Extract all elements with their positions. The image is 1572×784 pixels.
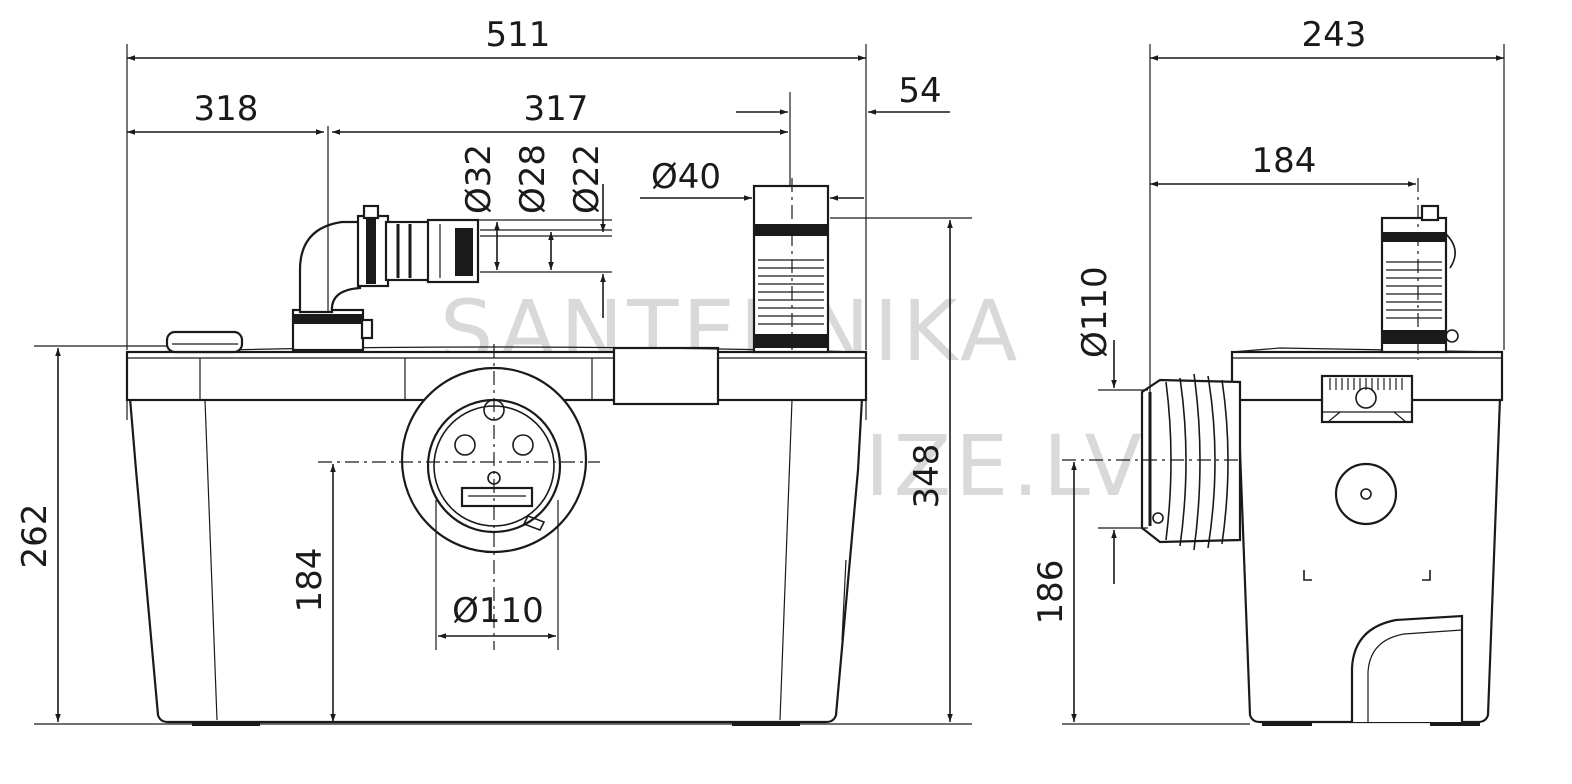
side-inspection-cap (1334, 462, 1398, 526)
dim-side-inlet-diameter: Ø110 (1075, 266, 1115, 358)
side-view: 243 184 Ø110 186 (1031, 15, 1505, 726)
front-view: 511 318 317 54 Ø32 Ø28 Ø22 Ø40 262 184 Ø… (15, 15, 972, 726)
dim-total-height: 348 (907, 444, 947, 509)
reducer-1 (384, 220, 432, 282)
side-grille-hole (1355, 387, 1377, 409)
side-lower-guard (1350, 614, 1464, 722)
dim-overall-width: 511 (486, 15, 551, 55)
dim-d32: Ø32 (459, 144, 499, 214)
bellows-ribs (758, 259, 824, 325)
dim-height-lid: 262 (15, 504, 55, 569)
elbow-collar-top (362, 204, 380, 220)
outlet-band-bottom (754, 334, 828, 348)
front-foot-left (192, 722, 260, 726)
side-outlet-clip-bottom (1445, 329, 1459, 343)
reducer-2-band (455, 228, 473, 276)
dim-overall-depth: 243 (1302, 15, 1367, 55)
side-outlet-band-bottom (1382, 330, 1446, 344)
bellows-outlet (752, 184, 830, 354)
dim-d40: Ø40 (651, 157, 721, 197)
side-inspection-dot (1360, 488, 1372, 500)
inlet-hole-left (454, 434, 476, 456)
lid-center-block (612, 346, 720, 406)
dim-outlet-offset: 184 (1252, 141, 1317, 181)
side-outlet-clip-top (1445, 233, 1456, 269)
elbow-bend (298, 220, 362, 314)
inlet-flap (460, 486, 534, 508)
side-bellows-screw (1152, 512, 1164, 524)
side-grille-slots (1329, 378, 1403, 390)
outlet-band-top (754, 224, 828, 236)
elbow-connector (291, 204, 480, 352)
tank-body (128, 396, 864, 724)
outlet-body (752, 184, 830, 354)
side-outlet-ribs (1386, 261, 1442, 319)
dim-left-offset: 318 (194, 89, 259, 129)
side-lower-guard-inner (1367, 629, 1463, 722)
front-foot-right (732, 722, 800, 726)
side-grille-feet (1327, 411, 1407, 423)
tank-edge-right (779, 399, 793, 721)
side-bellows-inlet (1140, 373, 1242, 551)
dim-d28: Ø28 (513, 144, 553, 214)
tank-detail (841, 559, 847, 641)
dim-inlet-height: 184 (290, 548, 330, 613)
dim-right-offset: 54 (898, 71, 941, 111)
side-top-outlet (1380, 204, 1459, 354)
dim-d22: Ø22 (567, 144, 607, 214)
vent-cap (165, 330, 244, 354)
side-outlet-band-top (1382, 232, 1446, 242)
elbow-collar-band (366, 218, 376, 284)
inlet-hole-right (512, 434, 534, 456)
dim-side-inlet-height: 186 (1031, 560, 1071, 625)
tank-edge-left (204, 399, 218, 721)
elbow-base-band (293, 314, 363, 324)
side-corner-marks (1303, 570, 1431, 581)
side-outlet-cap (1420, 204, 1440, 222)
dim-inlet-diameter: Ø110 (452, 591, 544, 631)
dim-center-distance: 317 (524, 89, 589, 129)
elbow-base-clip (360, 318, 374, 340)
inlet-latch (522, 514, 546, 532)
side-foot-right (1430, 722, 1480, 726)
side-foot-left (1262, 722, 1312, 726)
